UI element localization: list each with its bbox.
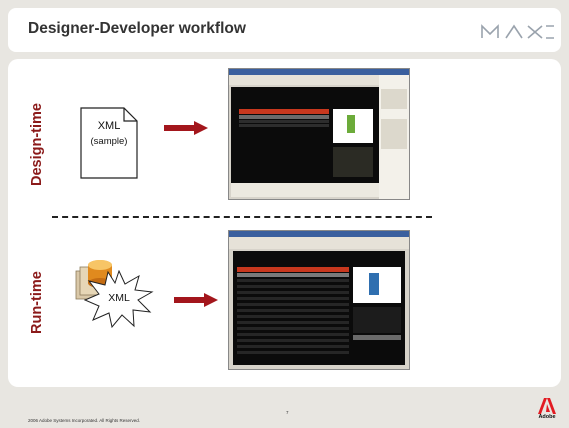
design-time-label: Design-time (29, 103, 45, 186)
xml-burst-icon (84, 270, 154, 328)
adobe-logo (538, 398, 556, 414)
xml-doc-sublabel: (sample) (90, 136, 128, 147)
arrow-right-icon (174, 293, 218, 307)
design-screenshot-illustration (229, 69, 409, 199)
footer-copyright: 2006 Adobe Systems Incorporated. All Rig… (28, 418, 141, 423)
adobe-logo-text: Adobe (538, 414, 556, 420)
run-time-label: Run-time (29, 271, 45, 334)
title-bar (8, 8, 561, 52)
slide-title: Designer-Developer workflow (28, 20, 246, 37)
document-icon (80, 107, 138, 179)
xml-doc-label: XML (97, 120, 121, 132)
page-number: 7 (286, 410, 289, 415)
run-screenshot-illustration (229, 231, 409, 365)
run-time-screenshot (228, 230, 410, 370)
xml-burst-label: XML (108, 292, 130, 304)
database-icon (75, 260, 112, 300)
arrow-right-icon (164, 121, 208, 135)
max-logo (481, 24, 554, 39)
design-time-screenshot (228, 68, 410, 200)
separator-dashed-line (52, 216, 432, 218)
